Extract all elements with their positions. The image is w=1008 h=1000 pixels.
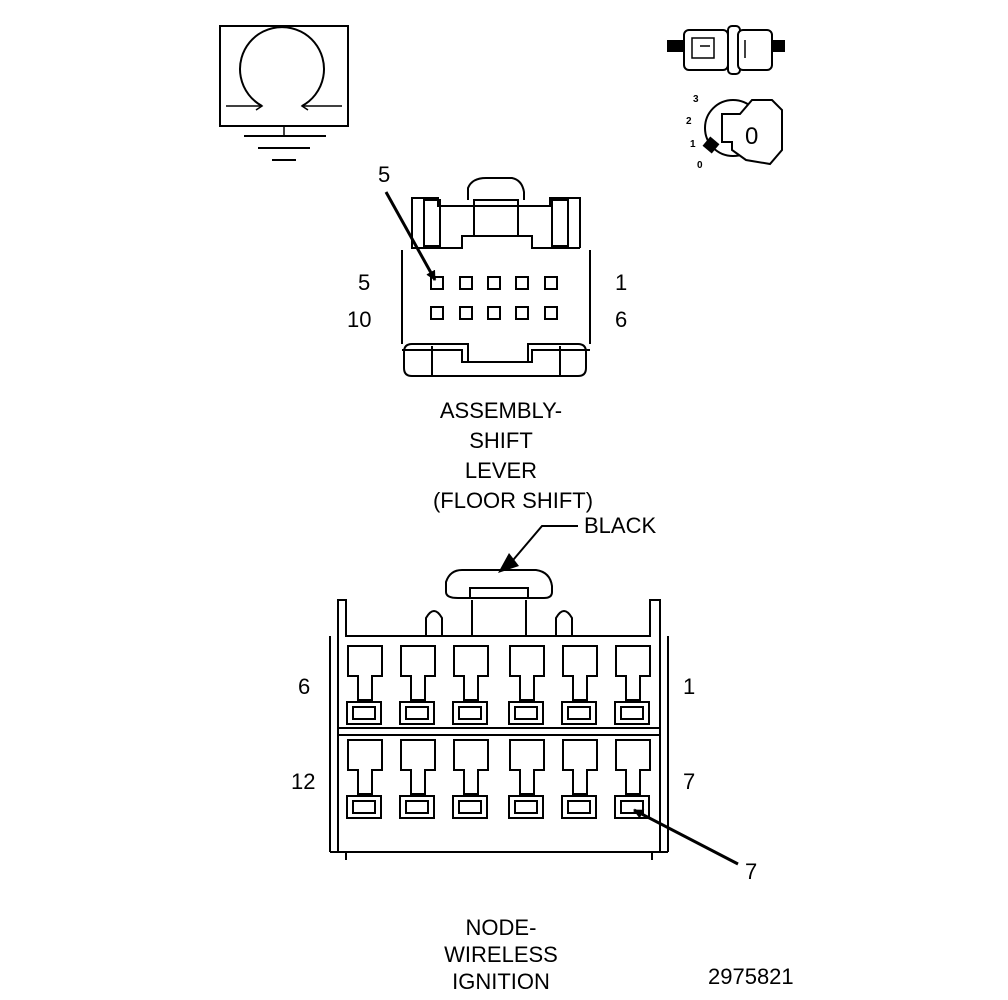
top-row2-left-label: 10	[347, 307, 371, 332]
shift-lever-pin-row-2	[430, 306, 558, 320]
key-label: 0	[745, 123, 758, 150]
ignition-position-0: 0	[697, 160, 703, 171]
bottom-connector-name-line-3: IGNITION	[452, 969, 550, 994]
ignition-position-3: 3	[693, 94, 699, 105]
plug-connector-icon	[667, 25, 785, 75]
ignition-node-terminal-row-2	[346, 739, 651, 819]
ignition-position-2: 2	[686, 116, 692, 127]
bottom-connector-name-line-1: NODE-	[466, 915, 537, 940]
color-callout-line	[507, 525, 578, 567]
bottom-connector-name-line-2: WIRELESS	[444, 942, 558, 967]
top-connector-name-line-3: LEVER	[465, 458, 537, 483]
bottom-row1-right-label: 1	[683, 674, 695, 699]
connector-color-label: BLACK	[584, 513, 656, 538]
top-connector-name-line-2: SHIFT	[469, 428, 533, 453]
ignition-node-connector-body	[329, 569, 669, 860]
bottom-row1-left-label: 6	[298, 674, 310, 699]
top-connector-name-line-4: (FLOOR SHIFT)	[433, 488, 593, 513]
ground-symbol-icon	[219, 25, 349, 161]
ignition-position-1: 1	[690, 139, 696, 150]
bottom-row2-left-label: 12	[291, 769, 315, 794]
bottom-row2-right-label: 7	[683, 769, 695, 794]
color-callout-arrowhead	[498, 553, 519, 573]
pin-7-callout-arrow	[633, 808, 739, 866]
top-row1-left-label: 5	[358, 270, 370, 295]
shift-lever-connector-body	[401, 177, 591, 377]
top-row2-right-label: 6	[615, 307, 627, 332]
pin-5-callout: 5	[378, 162, 390, 187]
ignition-key-icon	[702, 99, 783, 166]
figure-number: 2975821	[708, 964, 794, 989]
pin-5-callout-arrow	[384, 191, 437, 281]
top-connector-name-line-1: ASSEMBLY-	[440, 398, 562, 423]
shift-lever-pin-row-1	[430, 276, 558, 290]
ignition-node-terminal-row-1	[346, 645, 651, 725]
pin-7-callout: 7	[745, 859, 757, 884]
top-row1-right-label: 1	[615, 270, 627, 295]
